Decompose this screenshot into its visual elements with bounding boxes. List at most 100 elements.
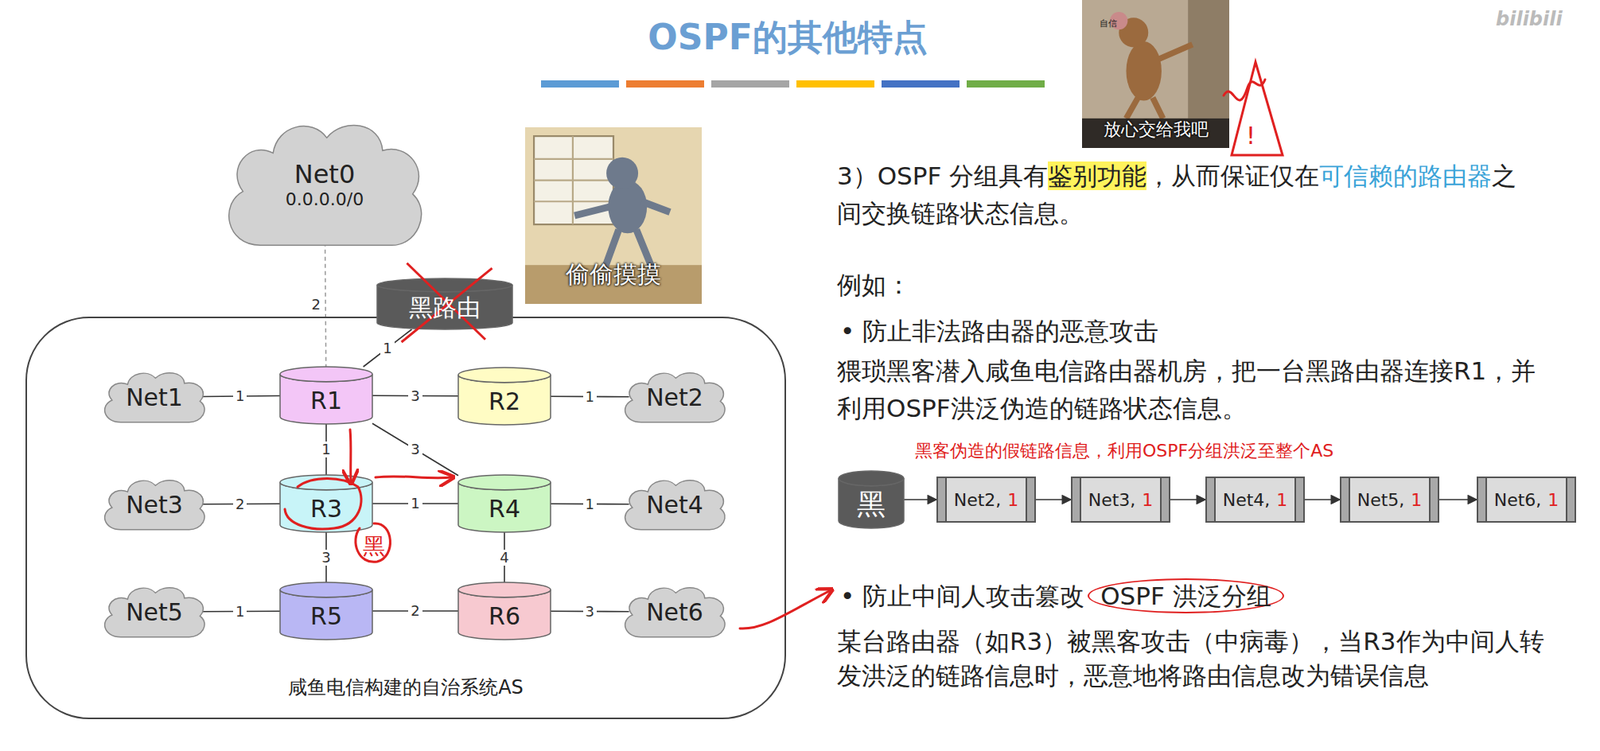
network-cloud: Net3 (98, 474, 211, 534)
text-block: bilibili (1495, 4, 1592, 34)
cylinder-top (280, 582, 373, 598)
text-run: 可信赖的路由器 (1319, 161, 1492, 191)
router-cylinder: R4 (458, 474, 551, 533)
red-circle-mark (284, 478, 362, 530)
node-text: R4 (458, 474, 551, 533)
network-cloud: Net5 (98, 582, 211, 642)
node-sublabel: 0.0.0.0/0 (285, 189, 364, 210)
red-arrow (739, 590, 831, 629)
node-label: R1 (310, 386, 343, 415)
text-run: 猥琐黑客潜入咸鱼电信路由器机房，把一台黑路由器连接R1，并利用OSPF洪泛伪造的… (836, 356, 1536, 423)
node-text: Net3 (98, 474, 211, 534)
cylinder-top (838, 471, 904, 487)
text-run: • 防止中间人攻击篡改 (836, 581, 1085, 611)
router-cylinder: 黑路由 (377, 278, 513, 330)
cat-head (606, 157, 639, 190)
node-text: Net3,1 (1072, 478, 1169, 522)
node-label: Net2, (953, 490, 1002, 510)
network-cloud: Net4 (618, 474, 731, 534)
text-block: • 防止中间人攻击篡改OSPF 洪泛分组 (836, 577, 1554, 616)
link-state-cell: Net4,1 (1205, 476, 1305, 523)
cylinder-top (458, 582, 551, 598)
node-label: Net6, (1494, 490, 1542, 510)
node-text: Net00.0.0.0/0 (217, 112, 433, 256)
node-sublabel: 放心交给我吧 (1103, 117, 1209, 142)
cloud-body (105, 373, 205, 423)
link-line (363, 329, 413, 367)
text-block: 黑客伪造的假链路信息，利用OSPF分组洪泛至整个AS (914, 437, 1600, 464)
network-cloud: Net1 (98, 367, 211, 427)
router-cylinder: R3 (280, 474, 373, 533)
node-label: 自信 (1099, 17, 1118, 30)
cylinder-top (377, 278, 513, 292)
red-cross-mark (401, 263, 493, 343)
text-run: 例如： (836, 270, 911, 300)
link-line (903, 498, 937, 501)
cloud-body (105, 587, 205, 638)
node-text: 自信放心交给我吧 (1082, 0, 1230, 148)
cat-limbs (574, 201, 670, 269)
node-label: 黑 (856, 485, 886, 525)
meme-picture: 偷偷摸摸 (525, 127, 702, 304)
node-label: R2 (488, 387, 521, 416)
node-text: Net4,1 (1206, 478, 1304, 522)
text-run: OSPF 洪泛分组 (1087, 578, 1284, 614)
node-label: Net5, (1357, 490, 1406, 510)
cloud-body (229, 125, 422, 246)
text-run: 某台路由器（如R3）被黑客攻击（中病毒），当R3作为中间人转发洪泛的链路信息时，… (836, 626, 1545, 690)
node-text: R6 (458, 582, 551, 640)
mouse-limbs (1126, 44, 1193, 119)
node-label: Net4, (1222, 490, 1271, 510)
link-cost: 1 (583, 496, 597, 513)
red-arrow (375, 476, 452, 479)
text-run: 3）OSPF 分组具有 (836, 161, 1048, 191)
node-sublabel: 1 (1141, 490, 1153, 510)
router-cylinder: R5 (280, 582, 373, 640)
link-line (1439, 498, 1477, 501)
router-cylinder: R6 (458, 582, 551, 640)
link-state-cell: Net5,1 (1339, 476, 1440, 523)
warning-triangle (1231, 62, 1283, 156)
node-label: R3 (310, 494, 343, 523)
node-text: R1 (280, 366, 373, 425)
node-text: Net5,1 (1341, 478, 1438, 522)
node-sublabel: 1 (1007, 490, 1019, 510)
link-line (1035, 498, 1071, 501)
node-label: R4 (488, 494, 521, 523)
text-run: ! (1245, 121, 1256, 150)
router-cylinder: 黑 (838, 471, 904, 529)
caption-bar (1082, 118, 1230, 148)
link-line (1304, 498, 1340, 501)
color-bar (541, 80, 1045, 88)
text-block: 例如： (836, 266, 1538, 304)
link-line (325, 242, 327, 367)
slide-title: OSPF的其他特点 (647, 14, 927, 62)
node-text: Net5 (98, 582, 211, 642)
cylinder-top (458, 474, 551, 491)
text-block: • 防止非法路由器的恶意攻击 (836, 312, 1538, 351)
node-label: Net2 (646, 383, 704, 412)
node-text: Net1 (98, 367, 211, 427)
cylinder-top (458, 367, 551, 383)
cloud-body (625, 587, 725, 638)
node-label: 黑路由 (408, 291, 481, 325)
node-text: R5 (280, 582, 373, 640)
text-block: 猥琐黑客潜入咸鱼电信路由器机房，把一台黑路由器连接R1，并利用OSPF洪泛伪造的… (836, 352, 1538, 427)
network-cloud: Net00.0.0.0/0 (217, 112, 433, 256)
node-sublabel: 1 (1547, 490, 1559, 510)
cloud-body (105, 480, 205, 530)
node-sublabel: 1 (1410, 490, 1422, 510)
node-text: 黑路由 (377, 278, 513, 330)
node-label: Net1 (125, 383, 183, 412)
node-text: R2 (458, 367, 551, 425)
node-text: Net6,1 (1478, 478, 1575, 522)
cloud-body (625, 373, 725, 423)
node-text: Net6 (618, 582, 731, 642)
as-region: 咸鱼电信构建的自治系统ASNet1R1R2Net2Net3R3R4Net4Net… (25, 316, 787, 720)
text-block: 黑 (362, 529, 387, 564)
text-block: ! (1245, 117, 1262, 154)
text-run: bilibili (1495, 7, 1563, 31)
node-label: R6 (488, 602, 521, 631)
text-run: • 防止非法路由器的恶意攻击 (836, 316, 1159, 346)
link-state-cell: Net6,1 (1476, 476, 1577, 523)
